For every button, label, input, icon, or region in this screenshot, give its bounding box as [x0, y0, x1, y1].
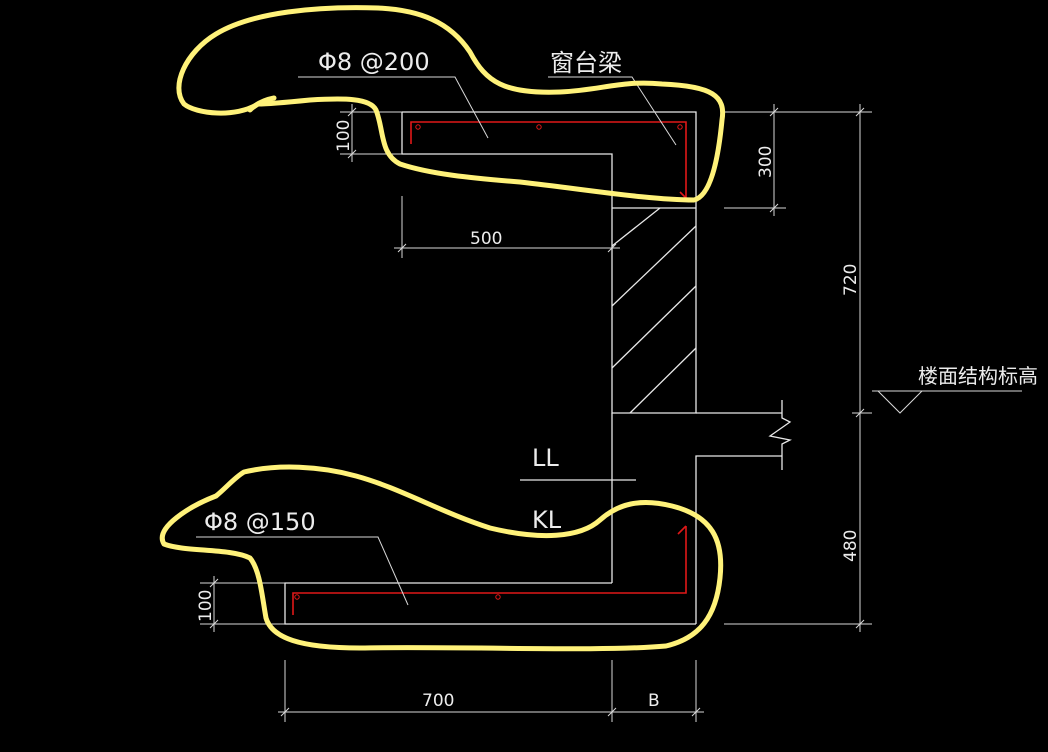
highlight-top — [176, 5, 726, 203]
window-beam-outline — [401, 111, 697, 414]
kl-label: KL — [532, 506, 562, 534]
floor-level-label: 楼面结构标高 — [918, 364, 1038, 388]
dim-bottom-width-text: 700 — [422, 691, 454, 711]
lower-beam-outline — [284, 582, 696, 625]
rebar-bottom-label: Φ8 @150 — [204, 508, 316, 536]
ll-kl-separator — [520, 413, 636, 583]
floor-slab — [695, 400, 792, 624]
highlight-bottom — [159, 464, 724, 652]
dim-upper-total-text: 720 — [841, 264, 861, 296]
dim-wall-width-text: B — [648, 691, 660, 711]
rebar-bottom — [292, 525, 687, 615]
dim-lower-total-text: 480 — [841, 530, 861, 562]
dim-bottom-thickness-text: 100 — [196, 590, 216, 622]
dim-bottom-width — [278, 660, 704, 722]
rebar-top-label: Φ8 @200 — [318, 48, 430, 76]
highlight-top-tail — [247, 95, 277, 113]
ll-label: LL — [532, 444, 559, 472]
leader-lines — [196, 76, 677, 606]
dim-top-width-text: 500 — [470, 229, 502, 249]
window-beam-label: 窗台梁 — [550, 49, 622, 77]
level-marker — [872, 390, 1022, 414]
dim-right-column — [724, 104, 872, 632]
rebar-top — [410, 121, 687, 199]
wall-hatch — [611, 207, 697, 414]
dim-top-thickness-text: 100 — [334, 120, 354, 152]
dim-top-height-text: 300 — [756, 146, 776, 178]
dim-top-width — [394, 196, 620, 258]
dim-top-height — [724, 104, 786, 216]
